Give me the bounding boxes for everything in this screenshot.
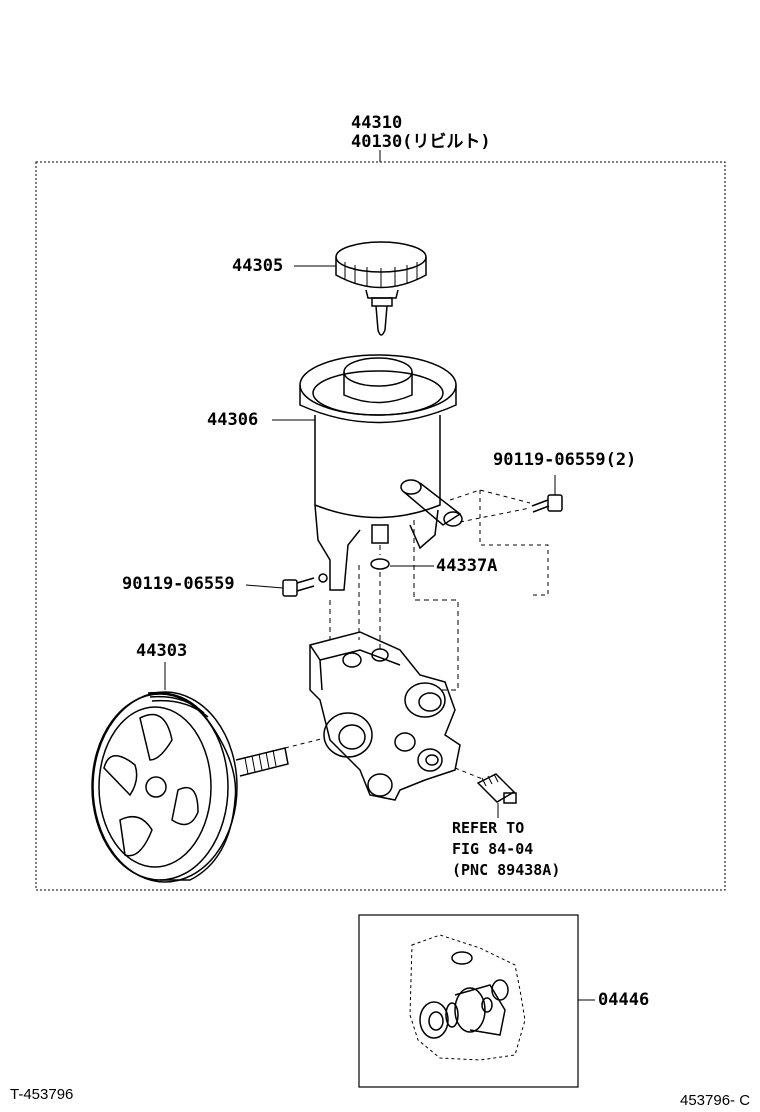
label-assembly-rebuilt: 40130(リビルト) (351, 132, 491, 152)
dash-lines (329, 520, 459, 691)
reference-note: REFER TO FIG 84-04 (PNC 89438A) (452, 818, 560, 881)
gasket-kit-box (358, 914, 579, 1088)
pulley (91, 691, 289, 883)
label-assembly-main: 44310 (351, 113, 403, 133)
label-bolt-left: 90119-06559 (122, 574, 235, 594)
label-pulley: 44303 (136, 641, 188, 661)
gasket-kit-shapes (409, 934, 526, 1061)
label-cap: 44305 (232, 256, 284, 276)
reference-line-1: REFER TO (452, 819, 525, 837)
footer-left-code: T-453796 (10, 1086, 74, 1103)
bolt-left-shape (282, 577, 315, 597)
footer-right-code: 453796- C (680, 1092, 751, 1109)
dash-bolt-right (449, 489, 549, 596)
bolt-right-shape (531, 494, 563, 513)
label-gasket-kit: 04446 (598, 990, 650, 1010)
label-oring: 44337A (436, 556, 498, 576)
reference-line-2: FIG 84-04 (452, 840, 534, 858)
oring-shape (370, 558, 390, 570)
pressure-switch (476, 773, 517, 804)
label-bolt-right: 90119-06559(2) (493, 450, 637, 470)
label-reservoir: 44306 (207, 410, 259, 430)
reservoir-cap (335, 241, 427, 336)
dash-shaft (284, 737, 326, 749)
pump-body (309, 631, 461, 801)
reference-line-3: (PNC 89438A) (452, 861, 561, 879)
dash-sensor (454, 767, 486, 781)
leader-bolt-left (245, 584, 284, 589)
reservoir (299, 354, 463, 591)
